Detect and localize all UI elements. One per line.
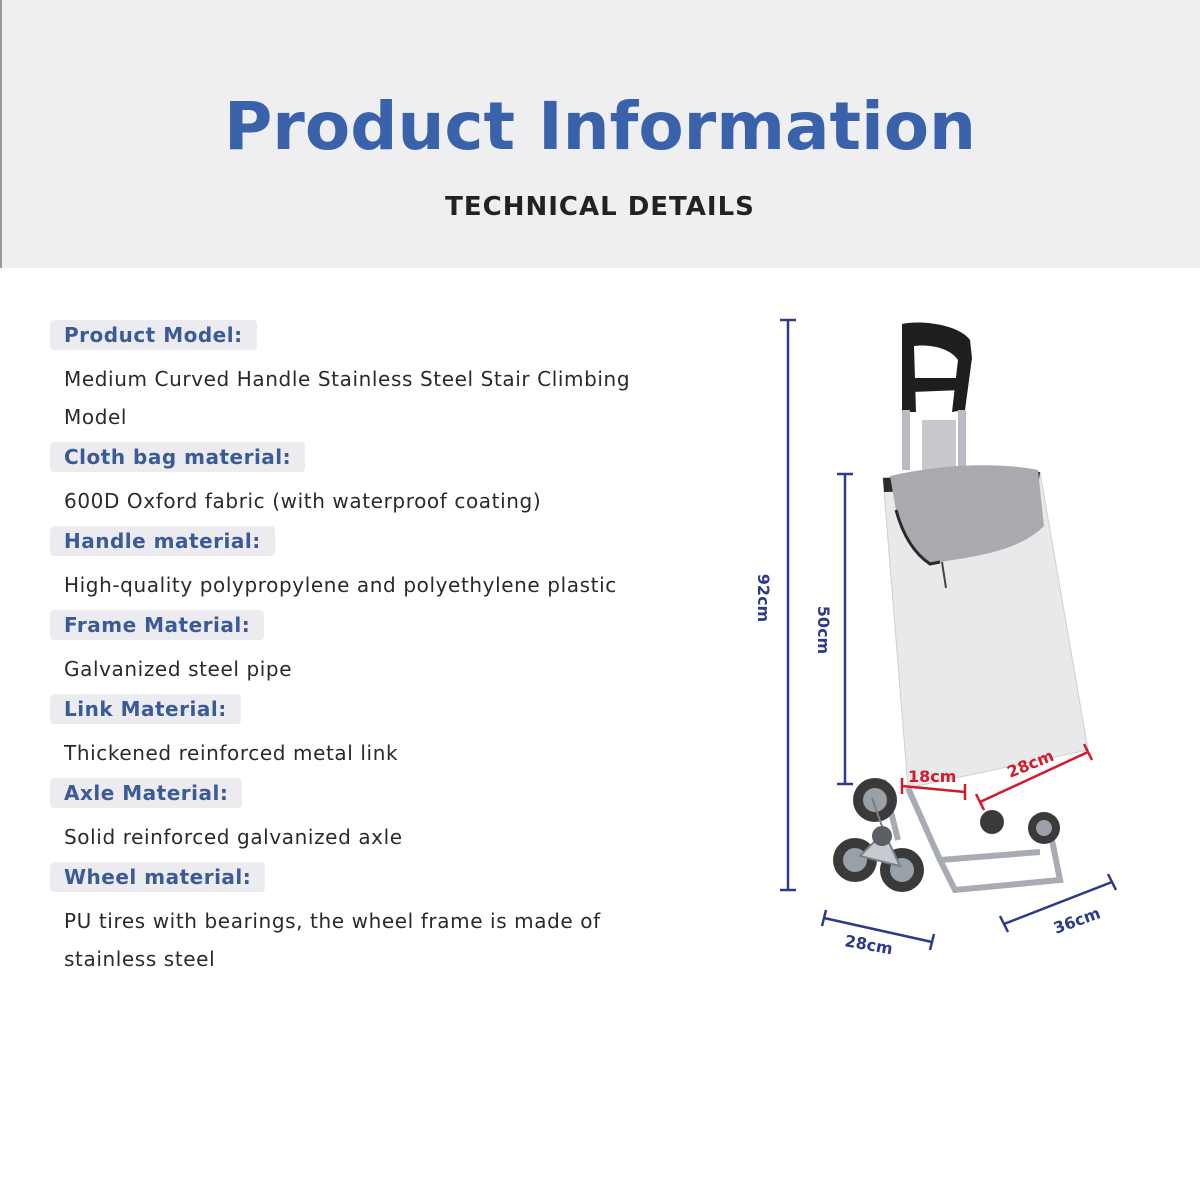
spec-item: Frame Material: Galvanized steel pipe bbox=[50, 610, 730, 688]
spec-item: Product Model: Medium Curved Handle Stai… bbox=[50, 320, 730, 436]
dimension-bag-depth bbox=[900, 778, 967, 800]
spec-value-wheel: PU tires with bearings, the wheel frame … bbox=[64, 909, 601, 971]
spec-value-handle: High-quality polypropylene and polyethyl… bbox=[64, 573, 617, 597]
page-subtitle: TECHNICAL DETAILS bbox=[445, 192, 755, 222]
header-band: Product Information TECHNICAL DETAILS bbox=[0, 0, 1200, 268]
bag-icon bbox=[882, 465, 1089, 789]
spec-value-cloth-bag: 600D Oxford fabric (with waterproof coat… bbox=[64, 489, 542, 513]
spec-label-handle: Handle material: bbox=[50, 526, 275, 556]
bag-strap bbox=[922, 420, 956, 470]
page-title: Product Information bbox=[223, 88, 977, 165]
dimension-bag-width bbox=[974, 743, 1094, 811]
spec-value-axle: Solid reinforced galvanized axle bbox=[64, 825, 403, 849]
spec-label-axle: Axle Material: bbox=[50, 778, 243, 808]
dimension-base-width bbox=[998, 873, 1118, 933]
spec-item: Handle material: High-quality polypropyl… bbox=[50, 526, 730, 604]
spec-label-frame: Frame Material: bbox=[50, 610, 265, 640]
trolley-illustration: 92cm 50cm bbox=[754, 318, 1118, 958]
dimension-label-18cm: 18cm bbox=[908, 767, 956, 786]
dimension-bag-height bbox=[837, 472, 853, 786]
spec-item: Link Material: Thickened reinforced meta… bbox=[50, 694, 730, 772]
spec-label-product-model: Product Model: bbox=[50, 320, 257, 350]
spec-item: Wheel material: PU tires with bearings, … bbox=[50, 862, 730, 978]
header-edge-line bbox=[0, 0, 2, 268]
dimension-label-92cm: 92cm bbox=[754, 574, 773, 622]
wheel-icon bbox=[833, 778, 1060, 892]
dimension-label-28cm-base: 28cm bbox=[843, 931, 894, 958]
dimension-base-depth bbox=[820, 909, 936, 951]
spec-list: Product Model: Medium Curved Handle Stai… bbox=[50, 320, 730, 984]
spec-item: Axle Material: Solid reinforced galvaniz… bbox=[50, 778, 730, 856]
spec-value-product-model: Medium Curved Handle Stainless Steel Sta… bbox=[64, 367, 631, 429]
dimension-label-36cm: 36cm bbox=[1051, 903, 1103, 937]
spec-value-link: Thickened reinforced metal link bbox=[64, 741, 399, 765]
dimension-label-50cm: 50cm bbox=[814, 606, 833, 654]
spec-label-cloth-bag: Cloth bag material: bbox=[50, 442, 306, 472]
spec-label-wheel: Wheel material: bbox=[50, 862, 266, 892]
dimension-total-height bbox=[780, 318, 796, 892]
spec-item: Cloth bag material: 600D Oxford fabric (… bbox=[50, 442, 730, 520]
spec-label-link: Link Material: bbox=[50, 694, 241, 724]
handle-icon bbox=[902, 322, 972, 470]
spec-value-frame: Galvanized steel pipe bbox=[64, 657, 293, 681]
